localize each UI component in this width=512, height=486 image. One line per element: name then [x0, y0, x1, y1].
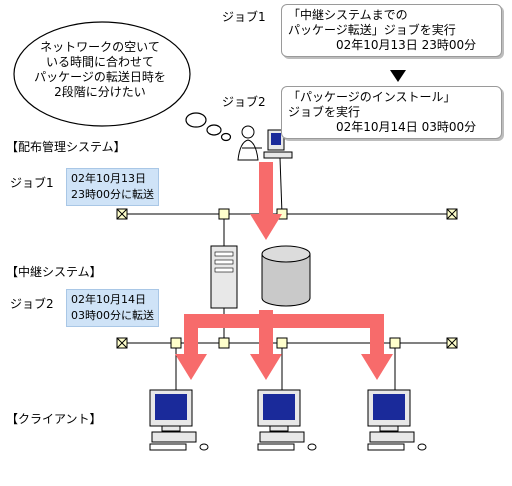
database-icon — [261, 245, 311, 307]
transfer-arrow-1 — [250, 162, 282, 240]
bubble-line: ネットワークの空いて — [40, 40, 160, 54]
client-pc-icon — [149, 389, 209, 451]
network-line-1 — [116, 208, 458, 246]
job1-line: 02年10月13日 23時00分 — [336, 38, 477, 52]
transfer1-line: 02年10月13日 — [71, 172, 146, 185]
transfer2-schedule-box: 02年10月14日 03時00分に転送 — [66, 289, 159, 327]
client-label: 【クライアント】 — [6, 412, 102, 426]
transfer1-schedule-box: 02年10月13日 23時00分に転送 — [66, 168, 159, 206]
thought-bubble-text: ネットワークの空いて いる時間に合わせて パッケージの転送日時を 2段階に分けた… — [20, 40, 180, 100]
job1-line: 「中継システムまでの — [288, 8, 408, 22]
sequence-arrow — [390, 70, 406, 82]
transfer2-job-label: ジョブ2 — [10, 297, 54, 311]
admin-person-icon — [237, 125, 262, 161]
admin-pc-icon — [263, 129, 293, 215]
bubble-line: パッケージの転送日時を — [34, 70, 166, 84]
bubble-line: いる時間に合わせて — [45, 55, 154, 69]
transfer2-line: 02年10月14日 — [71, 293, 146, 306]
job1-label: ジョブ1 — [222, 10, 266, 24]
relay-system-label: 【中継システム】 — [6, 265, 102, 279]
transfer1-line: 23時00分に転送 — [71, 188, 154, 201]
distribution-system-label: 【配布管理システム】 — [6, 140, 126, 154]
bubble-line: 2段階に分けたい — [54, 85, 146, 99]
transfer2-line: 03時00分に転送 — [71, 309, 154, 322]
network-line-2 — [116, 337, 458, 390]
transfer1-job-label: ジョブ1 — [10, 176, 54, 190]
client-pc-icon — [367, 389, 427, 451]
transfer-arrows-2 — [175, 310, 393, 380]
job2-label: ジョブ2 — [222, 95, 266, 109]
job1-line: パッケージ転送」ジョブを実行 — [288, 23, 456, 37]
thought-bubble — [13, 21, 232, 142]
job1-description-box: 「中継システムまでの パッケージ転送」ジョブを実行 02年10月13日 23時0… — [281, 4, 502, 57]
job2-description-box: 「パッケージのインストール」 ジョブを実行 02年10月14日 03時00分 — [281, 86, 502, 139]
client-pc-icon — [257, 389, 317, 451]
relay-server-icon — [210, 245, 238, 342]
job2-line: 「パッケージのインストール」 — [288, 90, 456, 104]
job2-line: 02年10月14日 03時00分 — [336, 120, 477, 134]
job2-line: ジョブを実行 — [288, 105, 361, 119]
